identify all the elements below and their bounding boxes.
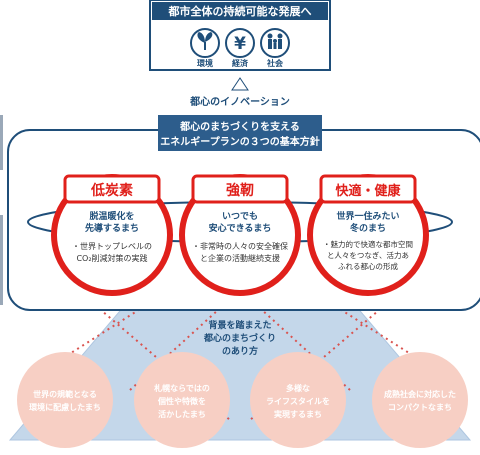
foundation-circle: 成熟社会に対応した コンパクトなまち [372, 352, 468, 448]
foundation-circle: 札幌ならではの 個性や特徴を 活かしたまち [134, 352, 230, 448]
foundation-text: 成熟社会に対応した [384, 389, 456, 399]
policy-banner-line1: 都心のまちづくりを支える [179, 120, 300, 133]
policy-banner-line2: エネルギープランの３つの基本方針 [160, 135, 319, 148]
sprout-icon [190, 28, 220, 58]
pyramid-text: 背景を踏まえた [208, 319, 271, 331]
policy-subtitle: いつでも [222, 211, 258, 222]
pyramid-text: 都心のまちづくり [203, 332, 276, 344]
foundation-circle: 世界の規範となる 環境に配慮したまち [17, 352, 113, 448]
foundation-text: 札幌ならではの [153, 383, 210, 393]
svg-text:¥: ¥ [234, 34, 246, 54]
yen-icon: ¥ [225, 28, 255, 58]
policy-description: ・非常時の人々の安全確保 [192, 241, 288, 251]
edge-mark [0, 115, 3, 170]
foundation-text: 環境に配慮したまち [29, 402, 101, 412]
policy-banner [158, 115, 322, 151]
policy-title: 強靭 [226, 182, 254, 199]
people-icon [260, 28, 290, 58]
policy-subtitle: 脱温暖化を [89, 210, 134, 222]
edge-mark [0, 215, 3, 305]
policy-subtitle: 安心できるまち [209, 222, 272, 234]
icon-label-society: 社会 [266, 58, 283, 68]
icon-label-environment: 環境 [197, 58, 213, 68]
policy-description: ・魅力的で快適な都市空間 [323, 239, 413, 249]
goal-title: 都市全体の持続可能な発展へ [168, 4, 312, 18]
foundation-text: 個性や特徴を [157, 396, 206, 406]
policy-title: 低炭素 [90, 182, 133, 199]
innovation-label: 都心のイノベーション [189, 95, 290, 108]
policy-description: ・世界トップレベルの [72, 241, 152, 251]
policy-description: CO₂削減対策の実践 [76, 253, 147, 263]
policy-subtitle: 冬のまち [350, 222, 386, 234]
foundation-text: 活かしたまち [158, 409, 206, 419]
policy-title: 快適・健康 [335, 183, 401, 199]
foundation-text: ライフスタイルを [266, 396, 330, 406]
foundation-text: コンパクトなまち [388, 402, 452, 412]
foundation-text: 多様な [286, 383, 310, 393]
policy-low-carbon: 低炭素 脱温暖化を 先導するまち ・世界トップレベルの CO₂削減対策の実践 [51, 174, 173, 296]
policy-description: と企業の活動継続支援 [200, 253, 280, 263]
pyramid-text: のあり方 [222, 345, 258, 357]
policy-resilience: 強靭 いつでも 安心できるまち ・非常時の人々の安全確保 と企業の活動継続支援 [179, 174, 301, 296]
goal-title-bg [152, 2, 328, 20]
foundation-text: 世界の規範となる [33, 389, 97, 399]
up-arrow-icon [231, 77, 249, 91]
icon-label-economy: 経済 [232, 58, 249, 68]
policy-subtitle: 先導するまち [85, 222, 139, 234]
policy-subtitle: 世界一住みたい [336, 210, 399, 222]
foundation-circle: 多様な ライフスタイルを 実現するまち [250, 352, 346, 448]
policy-description: と人々をつなぎ、活力あ [327, 250, 409, 260]
policy-comfort-health: 快適・健康 世界一住みたい 冬のまち ・魅力的で快適な都市空間 と人々をつなぎ、… [307, 174, 429, 296]
foundation-text: 実現するまち [274, 409, 322, 419]
policy-description: ふれる都心の形成 [338, 261, 398, 271]
